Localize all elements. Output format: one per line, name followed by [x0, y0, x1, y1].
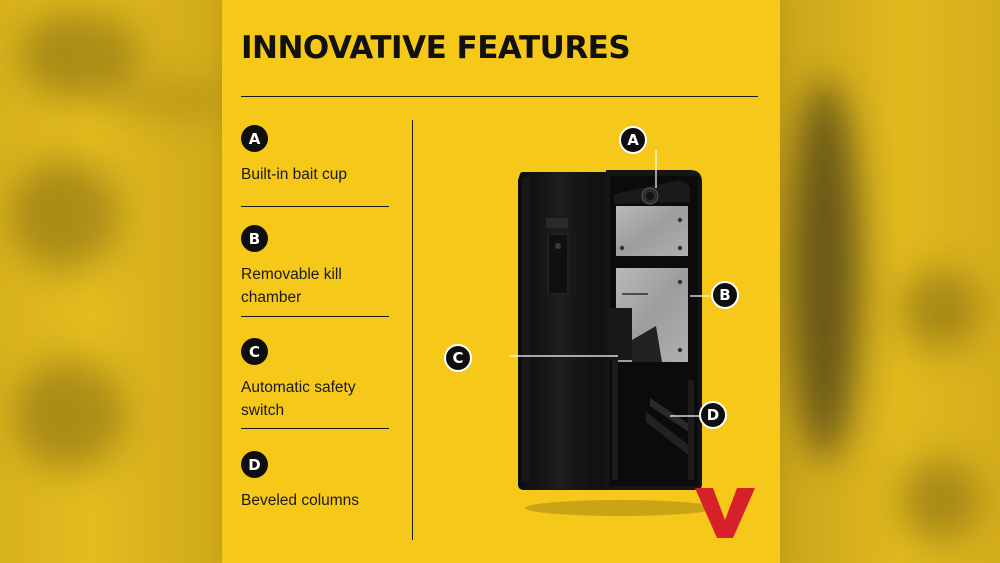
column-divider: [412, 120, 413, 540]
feature-panel: INNOVATIVE FEATURES A Built-in bait cup …: [222, 0, 780, 563]
header-divider: [241, 96, 758, 97]
callout-d-badge: D: [699, 401, 727, 429]
feature-b-text: Removable kill chamber: [241, 266, 342, 306]
feature-b-badge: B: [241, 225, 268, 252]
feature-b: B Removable kill chamber: [241, 225, 376, 309]
feature-a-badge: A: [241, 125, 268, 152]
callout-b-badge: B: [711, 281, 739, 309]
callout-c-badge: C: [444, 344, 472, 372]
blurred-backdrop-right: [780, 0, 1000, 563]
feature-d: D Beveled columns: [241, 451, 391, 512]
feature-divider-2: [241, 316, 389, 317]
brand-v-logo-icon: [695, 488, 755, 538]
headline: INNOVATIVE FEATURES: [241, 30, 631, 66]
callout-a-badge: A: [619, 126, 647, 154]
feature-divider-1: [241, 206, 389, 207]
feature-c-badge: C: [241, 338, 268, 365]
rat-trap-device-illustration: [510, 150, 710, 516]
feature-d-text: Beveled columns: [241, 492, 360, 509]
feature-divider-3: [241, 428, 389, 429]
feature-d-badge: D: [241, 451, 268, 478]
feature-c: C Automatic safety switch: [241, 338, 381, 422]
feature-a: A Built-in bait cup: [241, 125, 391, 186]
feature-c-text: Automatic safety switch: [241, 379, 356, 419]
blurred-backdrop-left: [0, 0, 222, 563]
feature-a-text: Built-in bait cup: [241, 166, 347, 183]
